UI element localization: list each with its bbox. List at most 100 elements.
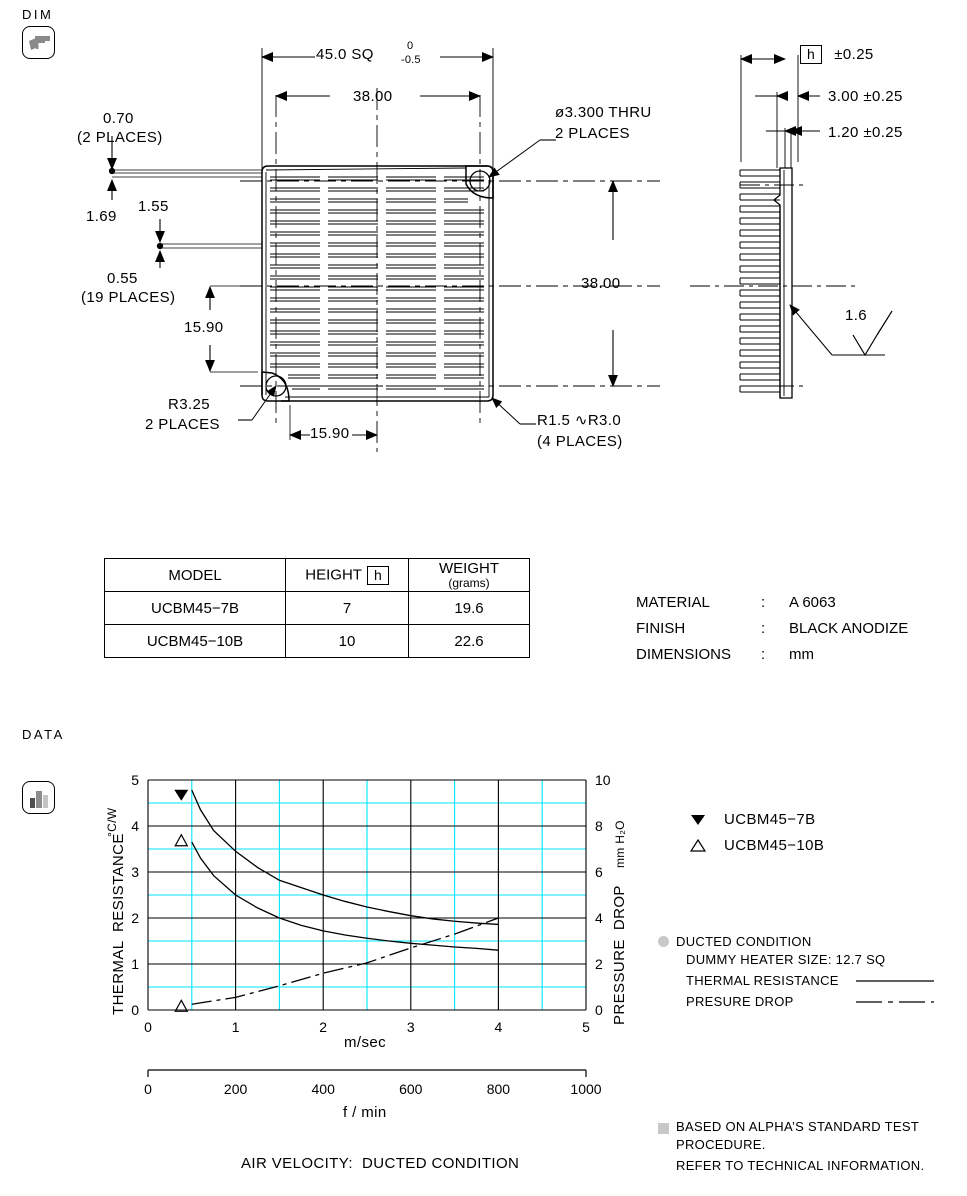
slot-places: (19 PLACES) — [81, 289, 176, 306]
finish-colon: : — [761, 620, 766, 637]
hole-note-line1: ø3.300 THRU — [555, 104, 652, 121]
data-section-label: DATA — [22, 727, 65, 742]
caliper-icon — [22, 26, 55, 59]
fin-thickness: 0.70 — [103, 110, 134, 127]
footer-text-1: BASED ON ALPHA’S STANDARD TEST — [676, 1119, 920, 1134]
filled-triangle-down-icon — [690, 813, 724, 826]
y-axis-unit-left: °C/W — [105, 807, 119, 837]
svg-text:400: 400 — [312, 1081, 336, 1097]
svg-text:1: 1 — [131, 956, 139, 972]
dimensions-colon: : — [761, 646, 766, 663]
dim-inner-width: 38.00 — [353, 88, 393, 105]
open-triangle-up-icon — [689, 838, 724, 852]
svg-text:4: 4 — [131, 818, 139, 834]
surface-finish-value: 1.6 — [845, 307, 868, 324]
footer-line-1: BASED ON ALPHA’S STANDARD TEST — [658, 1119, 924, 1134]
radius-note-line1: R3.25 — [168, 396, 211, 413]
height-tolerance: ±0.25 — [834, 45, 874, 63]
svg-text:8: 8 — [595, 818, 603, 834]
dim-15-90-horizontal: 15.90 — [310, 425, 350, 442]
corner-note-line2: (4 PLACES) — [537, 433, 623, 450]
pressure-drop-label: PRESURE DROP — [686, 994, 794, 1009]
dummy-heater-note: DUMMY HEATER SIZE: 12.7 SQ — [686, 952, 886, 967]
material-key: MATERIAL — [636, 594, 710, 611]
dim-1-20: 1.20 ±0.25 — [828, 124, 903, 141]
y-axis-label-right: PRESSURE DROP — [611, 885, 628, 1025]
cell-weight: 19.6 — [408, 591, 530, 625]
legend-item: UCBM45−7B — [690, 806, 824, 832]
header-weight: WEIGHT (grams) — [408, 558, 530, 592]
condition-line: DUCTED CONDITION — [658, 934, 934, 949]
chart-caption: AIR VELOCITY: DUCTED CONDITION — [241, 1155, 520, 1172]
material-colon: : — [761, 594, 766, 611]
hole-note-line2: 2 PLACES — [555, 125, 630, 142]
square-bullet-icon — [658, 1123, 669, 1134]
bar-chart-icon — [22, 781, 55, 814]
header-model: MODEL — [104, 558, 286, 592]
legend-label: UCBM45−7B — [724, 810, 816, 828]
svg-text:2: 2 — [595, 956, 603, 972]
circle-bullet-icon — [658, 936, 669, 947]
header-weight-unit: (grams) — [448, 575, 490, 590]
footer-notes: BASED ON ALPHA’S STANDARD TEST PROCEDURE… — [658, 1119, 924, 1176]
tolerance-upper: 0 — [407, 40, 414, 52]
x-axis-label-msec: m/sec — [344, 1034, 387, 1051]
cell-height: 10 — [285, 624, 409, 658]
corner-note-line1: R1.5 ∿R3.0 — [537, 412, 622, 429]
svg-text:800: 800 — [487, 1081, 511, 1097]
condition-text: DUCTED CONDITION — [676, 934, 812, 949]
material-row: MATERIAL : A 6063 — [636, 590, 908, 616]
material-value: A 6063 — [789, 594, 836, 611]
svg-text:1000: 1000 — [570, 1081, 601, 1097]
header-weight-text: WEIGHT — [439, 559, 499, 577]
side-view-drawing — [680, 30, 967, 430]
svg-text:3: 3 — [131, 864, 139, 880]
test-condition-notes: DUCTED CONDITION DUMMY HEATER SIZE: 12.7… — [658, 934, 934, 1012]
header-height-symbol: h — [366, 565, 389, 585]
svg-text:0: 0 — [144, 1081, 152, 1097]
cell-weight: 22.6 — [408, 624, 530, 658]
finish-value: BLACK ANODIZE — [789, 620, 909, 637]
svg-text:600: 600 — [399, 1081, 423, 1097]
svg-text:5: 5 — [582, 1019, 590, 1035]
svg-text:0: 0 — [595, 1002, 603, 1018]
material-row: DIMENSIONS : mm — [636, 642, 908, 668]
pitch-1-55: 1.55 — [138, 198, 169, 215]
dim-3-00: 3.00 ±0.25 — [828, 88, 903, 105]
table-row: UCBM45−7B 7 19.6 — [104, 591, 530, 625]
dimensions-value: mm — [789, 646, 814, 663]
svg-text:10: 10 — [595, 772, 611, 788]
pressure-drop-legend: PRESURE DROP — [686, 991, 934, 1012]
header-height-text: HEIGHT — [305, 565, 362, 583]
svg-text:0: 0 — [144, 1019, 152, 1035]
x-axis-label-fmin: f / min — [343, 1104, 387, 1121]
dim-inner-height: 38.00 — [581, 275, 621, 292]
thermal-resistance-legend: THERMAL RESISTANCE — [686, 970, 934, 991]
tolerance-lower: -0.5 — [401, 54, 421, 66]
footer-text-3: REFER TO TECHNICAL INFORMATION. — [676, 1158, 925, 1173]
legend-item: UCBM45−10B — [689, 832, 825, 858]
chart-legend: UCBM45−7B UCBM45−10B — [689, 806, 825, 858]
svg-text:2: 2 — [131, 910, 139, 926]
material-row: FINISH : BLACK ANODIZE — [636, 616, 908, 642]
height-symbol-box: h ±0.25 — [800, 45, 874, 64]
dimensions-key: DIMENSIONS — [636, 646, 732, 663]
dim-section-label: DIM — [22, 7, 54, 22]
dim-overall-width: 45.0 SQ — [316, 46, 374, 63]
legend-label: UCBM45−10B — [724, 836, 825, 854]
cell-height: 7 — [285, 591, 409, 625]
svg-text:6: 6 — [595, 864, 603, 880]
dim-15-90-vertical: 15.90 — [184, 319, 224, 336]
thermal-resistance-label: THERMAL RESISTANCE — [686, 973, 839, 988]
plan-view-drawing — [0, 0, 690, 480]
cell-model: UCBM45−7B — [104, 591, 286, 625]
fin-thickness-places: (2 PLACES) — [77, 129, 163, 146]
svg-text:5: 5 — [131, 772, 139, 788]
material-specs: MATERIAL : A 6063 FINISH : BLACK ANODIZE… — [636, 590, 908, 668]
finish-key: FINISH — [636, 620, 686, 637]
